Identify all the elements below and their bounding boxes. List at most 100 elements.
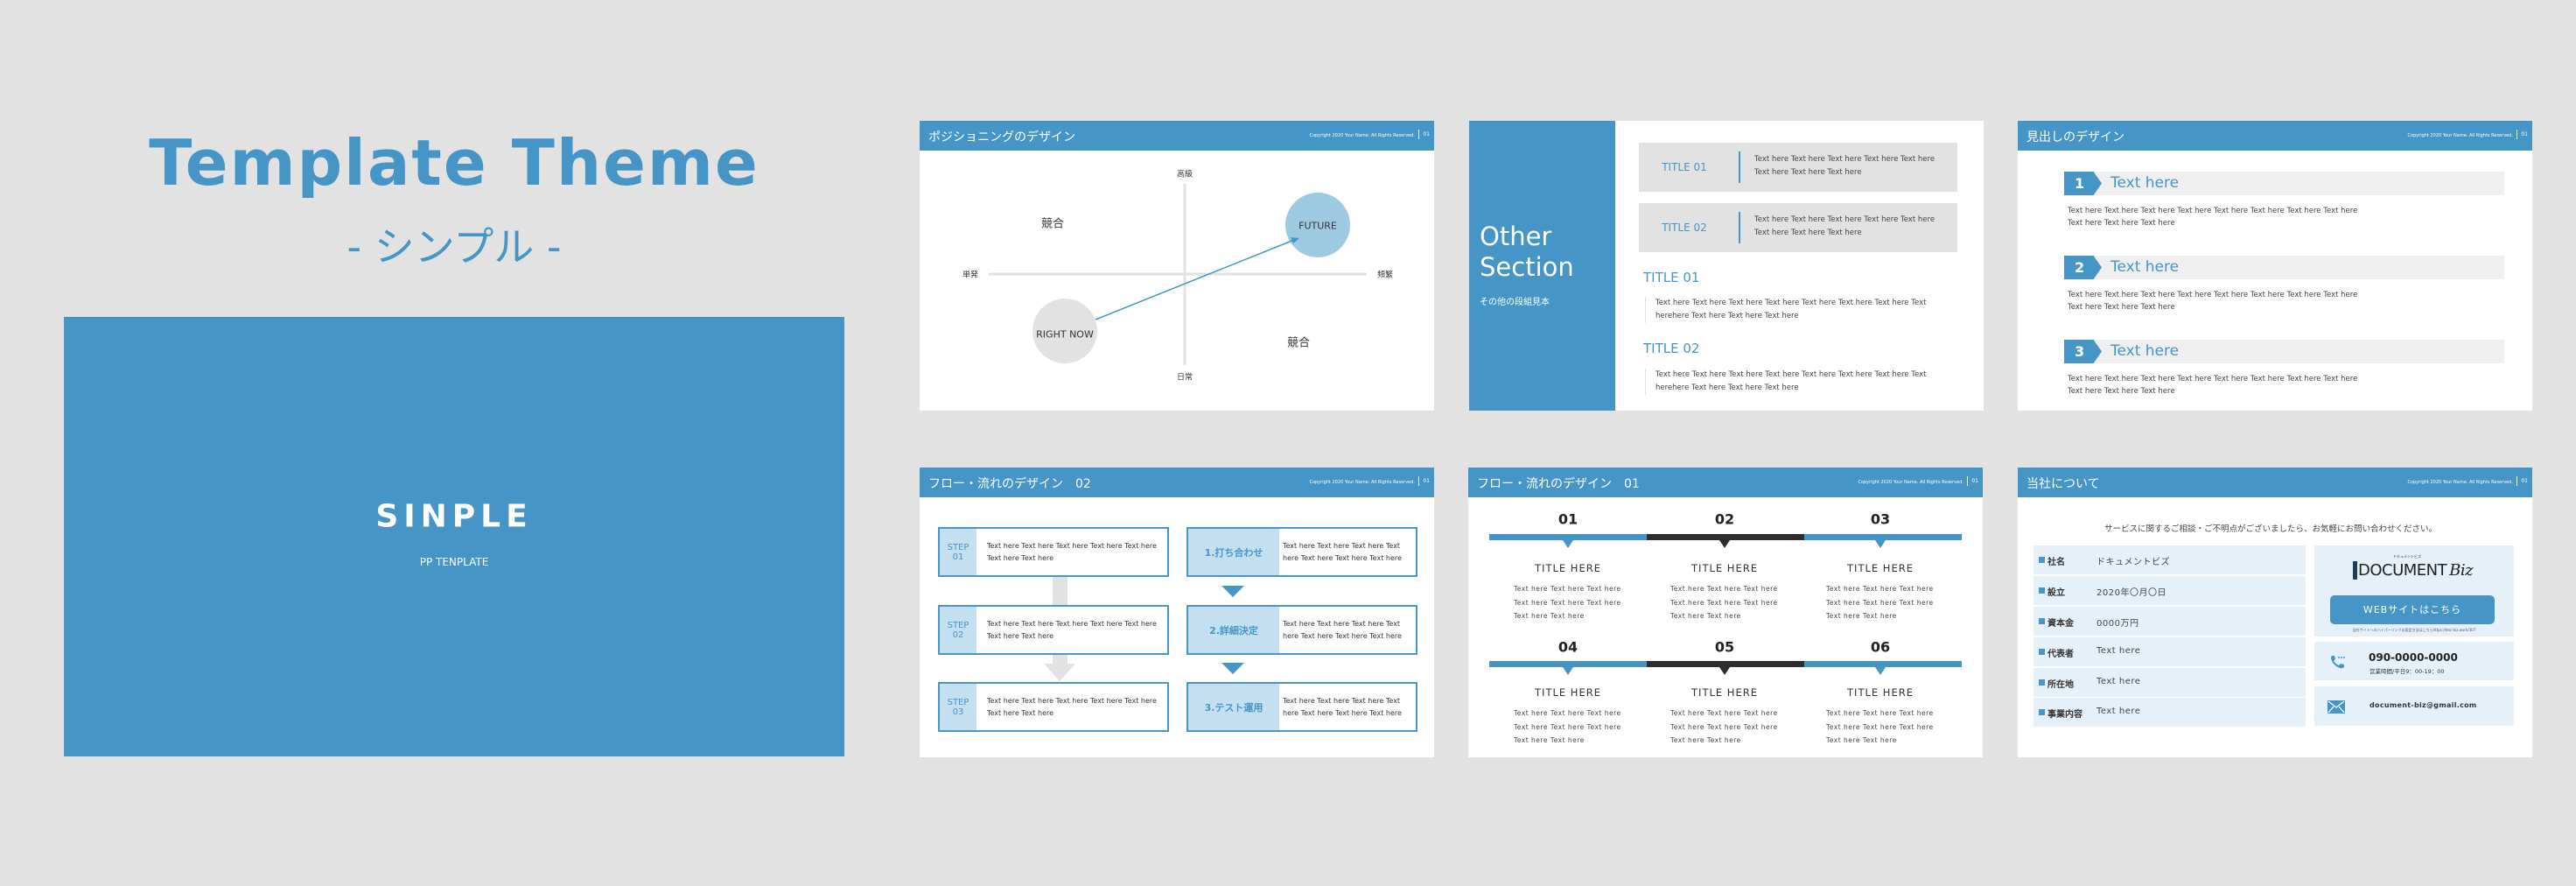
- slide-header: 見出しのデザイン Copyright 2020 Your Name. All R…: [2018, 121, 2532, 151]
- bullet-icon: [2039, 618, 2045, 624]
- section-panel: Other Section その他の段組見本: [1469, 121, 1615, 411]
- row-value: 0000万円: [2096, 619, 2139, 629]
- step-body-line: Text here Text here Text here: [1514, 709, 1621, 717]
- slide-flow-01[interactable]: フロー・流れのデザイン 01 Copyright 2020 Your Name.…: [1468, 468, 1983, 757]
- copyright: Copyright 2020 Your Name. All Rights Res…: [1309, 133, 1415, 138]
- phase-body: Text here Text here Text here Text here …: [1283, 696, 1402, 717]
- email-link[interactable]: document-biz@gmail.com: [2370, 701, 2477, 709]
- phone-panel: 090-0000-0000 営業時間/平日9：00-19：00: [2314, 642, 2514, 680]
- step-body-line: Text here Text here Text here: [1826, 585, 1934, 593]
- divider: [1739, 212, 1740, 243]
- slide-flow-02[interactable]: フロー・流れのデザイン 02 Copyright 2020 Your Name.…: [920, 468, 1434, 757]
- down-arrow-icon: [1044, 664, 1075, 681]
- step-body-line: Text here Text here Text here: [1670, 722, 1778, 731]
- future-circle: [1285, 193, 1350, 257]
- box-body: Text here Text here Text here Text here …: [1754, 155, 1936, 177]
- row-value: Text here: [2096, 646, 2141, 656]
- pointer-triangle-icon: [1875, 540, 1886, 548]
- item-title: TITLE 01: [1643, 270, 1700, 285]
- mail-panel: document-biz@gmail.com: [2314, 686, 2514, 726]
- step-title: TITLE HERE: [1691, 562, 1758, 574]
- step-body-line: Text here Text here: [1826, 612, 1897, 620]
- step-body-line: Text here Text here: [1670, 612, 1741, 620]
- competitor-label: 競合: [1286, 336, 1311, 350]
- slide-header: ポジショニングのデザイン Copyright 2020 Your Name. A…: [920, 121, 1434, 151]
- slide-company[interactable]: 当社について Copyright 2020 Your Name. All Rig…: [2018, 468, 2532, 757]
- row-value: ドキュメントビズ: [2096, 558, 2170, 567]
- slide-header: フロー・流れのデザイン 02 Copyright 2020 Your Name.…: [920, 468, 1434, 497]
- copyright: Copyright 2020 Your Name. All Rights Res…: [1858, 480, 1964, 485]
- row-label: 代表者: [2048, 650, 2074, 659]
- page-title: Template Theme: [149, 126, 760, 200]
- phone-icon: [2331, 656, 2345, 669]
- heading-body: Text here Text here Text here Text here …: [2068, 375, 2358, 396]
- slide-positioning[interactable]: ポジショニングのデザイン Copyright 2020 Your Name. A…: [920, 121, 1434, 411]
- phase-label: 2.詳細決定: [1188, 607, 1279, 653]
- axis-bottom-label: 日常: [1176, 373, 1194, 383]
- heading-body: Text here Text here Text here Text here …: [2068, 291, 2358, 312]
- heading-text: Text here: [2110, 174, 2180, 192]
- step-number: 03: [1870, 510, 1891, 528]
- info-row: 社名 ドキュメントビズ: [2034, 545, 2306, 574]
- step-body-line: Text here Text here Text here: [1514, 722, 1621, 731]
- bullet-icon: [2039, 587, 2045, 594]
- row-value: Text here: [2096, 707, 2141, 716]
- pointer-triangle-icon: [1875, 667, 1886, 675]
- slide-title: フロー・流れのデザイン 02: [928, 477, 1091, 491]
- step-label: STEP 02: [940, 607, 976, 653]
- page-subtitle: - シンプル -: [346, 223, 562, 271]
- row-label: 社名: [2048, 558, 2065, 567]
- axis-right-label: 頻繁: [1376, 271, 1394, 280]
- slide-other-section[interactable]: Other Section その他の段組見本 TITLE 01 Text her…: [1469, 121, 1984, 411]
- phone-number[interactable]: 090-0000-0000: [2369, 651, 2458, 664]
- phase-body: Text here Text here Text here Text here …: [1283, 541, 1402, 562]
- down-triangle-icon: [1222, 586, 1244, 597]
- slide-headings[interactable]: 見出しのデザイン Copyright 2020 Your Name. All R…: [2018, 121, 2532, 411]
- title-box: TITLE 01 Text here Text here Text here T…: [1639, 143, 1957, 192]
- number-chevron: 3: [2064, 340, 2102, 363]
- step-body-line: Text here Text here Text here: [1826, 722, 1934, 731]
- logo-main: DOCUMENT: [2353, 561, 2447, 580]
- slide-title: ポジショニングのデザイン: [928, 130, 1075, 144]
- section-title-line1: Other: [1480, 222, 1552, 251]
- copyright: Copyright 2020 Your Name. All Rights Res…: [1309, 480, 1415, 485]
- step-body-line: Text here Text here Text here: [1826, 598, 1934, 607]
- heading-text: Text here: [2110, 258, 2180, 276]
- divider: [1739, 151, 1740, 183]
- row-label: 所在地: [2048, 680, 2074, 690]
- step-body-line: Text here Text here Text here: [1826, 709, 1934, 717]
- slide-title: 見出しのデザイン: [2026, 130, 2124, 144]
- web-button[interactable]: WEBサイトはこちら: [2330, 595, 2495, 624]
- box-body: Text here Text here Text here Text here …: [1754, 215, 1936, 237]
- cover-slide[interactable]: SINPLE PP TENPLATE: [64, 317, 844, 756]
- timeline-segment: [1489, 661, 1647, 667]
- step-body-line: Text here Text here: [1514, 612, 1585, 620]
- page-number: 01: [2516, 476, 2528, 486]
- slide-header: 当社について Copyright 2020 Your Name. All Rig…: [2018, 468, 2532, 497]
- step-number: 06: [1870, 638, 1891, 656]
- mail-icon: [2328, 700, 2345, 714]
- competitor-label: 競合: [1040, 217, 1065, 231]
- step-body-line: Text here Text here Text here: [1670, 598, 1778, 607]
- bullet-icon: [2039, 649, 2045, 655]
- intro-text: サービスに関するご相談・ご不明点がございましたら、お気軽にお問い合わせください。: [2104, 524, 2438, 534]
- right-now-circle: [1032, 299, 1097, 363]
- heading-body: Text here Text here Text here Text here …: [2068, 207, 2358, 228]
- step-body: Text here Text here Text here Text here …: [987, 541, 1157, 562]
- timeline-segment: [1489, 534, 1647, 540]
- section-subtitle: その他の段組見本: [1480, 298, 1550, 307]
- bullet-icon: [2039, 679, 2045, 686]
- cover-title: SINPLE: [375, 498, 533, 535]
- slide-header: フロー・流れのデザイン 01 Copyright 2020 Your Name.…: [1468, 468, 1983, 497]
